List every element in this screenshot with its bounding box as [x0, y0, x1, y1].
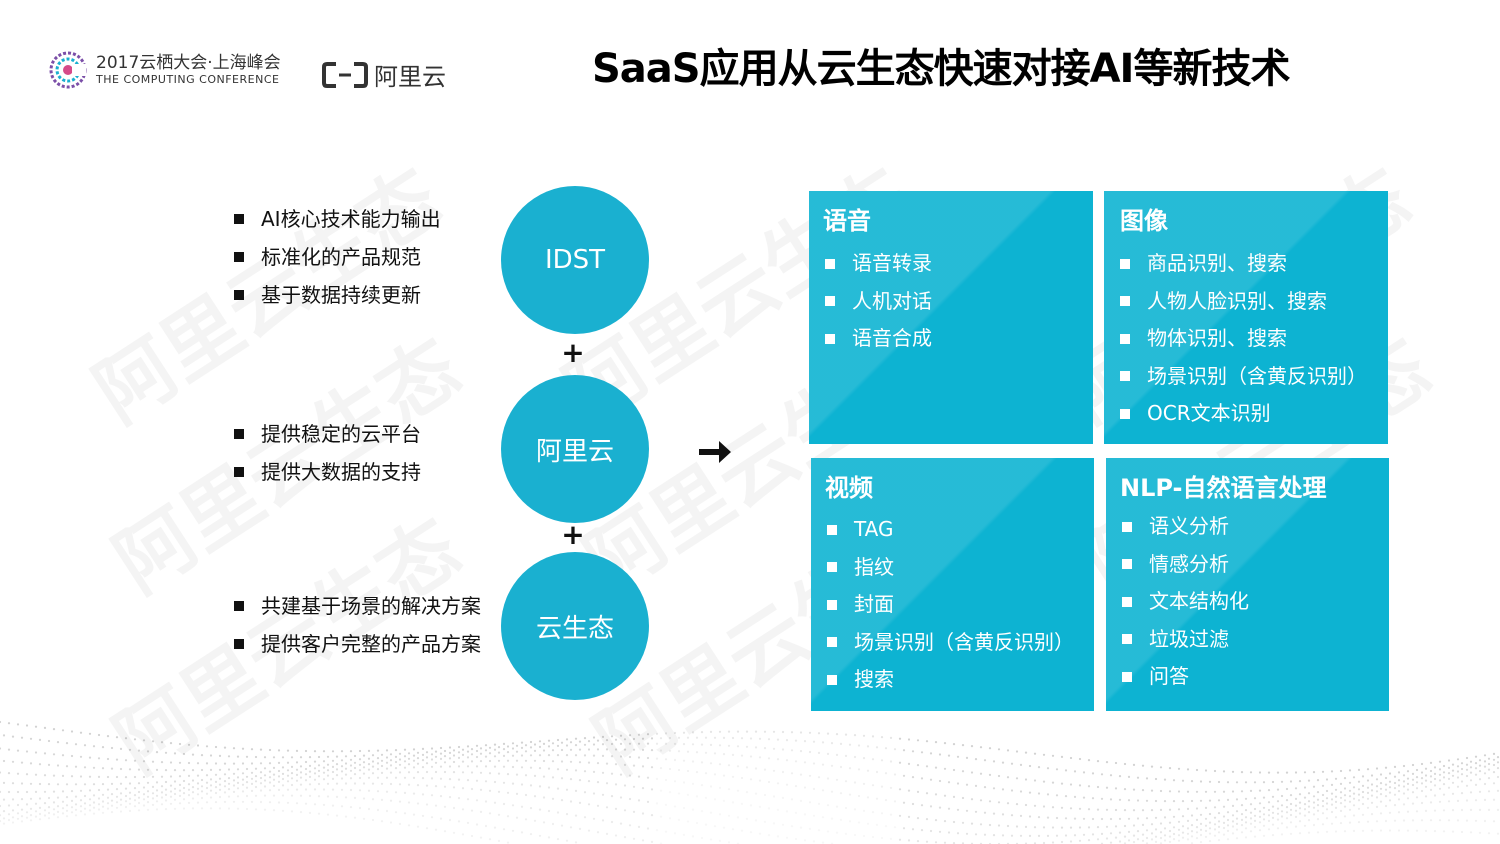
- plus-sign: +: [561, 518, 585, 551]
- circle-idst: IDST: [501, 186, 649, 334]
- conference-subtitle: THE COMPUTING CONFERENCE: [96, 73, 280, 86]
- square-bullet-icon: [827, 524, 837, 535]
- list-item: TAG: [827, 511, 1074, 549]
- list-item: 场景识别（含黄反识别）: [827, 624, 1074, 662]
- list-item: 问答: [1122, 658, 1249, 696]
- square-bullet-icon: [234, 601, 244, 611]
- list-item: 封面: [827, 586, 1074, 624]
- list-item: 文本结构化: [1122, 583, 1249, 621]
- circle-aliyun: 阿里云: [501, 375, 649, 523]
- circle-ecosystem: 云生态: [501, 552, 649, 700]
- square-bullet-icon: [1120, 333, 1130, 344]
- list-item: 商品识别、搜索: [1120, 245, 1367, 283]
- list-item: 提供稳定的云平台: [234, 415, 421, 453]
- panel-list: TAG 指纹 封面 场景识别（含黄反识别） 搜索: [827, 511, 1074, 699]
- list-item: 共建基于场景的解决方案: [234, 587, 481, 625]
- square-bullet-icon: [234, 429, 244, 439]
- list-item: 物体识别、搜索: [1120, 320, 1367, 358]
- left-list-ecosystem: 共建基于场景的解决方案 提供客户完整的产品方案: [234, 587, 481, 663]
- square-bullet-icon: [1122, 521, 1132, 532]
- list-item: 语义分析: [1122, 508, 1249, 546]
- square-bullet-icon: [827, 674, 837, 685]
- left-list-aliyun: 提供稳定的云平台 提供大数据的支持: [234, 415, 421, 491]
- list-item: AI核心技术能力输出: [234, 200, 441, 238]
- list-item: OCR文本识别: [1120, 395, 1367, 433]
- list-item: 场景识别（含黄反识别）: [1120, 358, 1367, 396]
- list-item: 语音转录: [825, 245, 932, 283]
- square-bullet-icon: [1122, 634, 1132, 645]
- list-item: 人物人脸识别、搜索: [1120, 283, 1367, 321]
- list-item: 垃圾过滤: [1122, 621, 1249, 659]
- square-bullet-icon: [1122, 559, 1132, 570]
- panel-video: 视频 TAG 指纹 封面 场景识别（含黄反识别） 搜索: [811, 458, 1094, 711]
- list-item: 基于数据持续更新: [234, 276, 441, 314]
- panel-title: NLP-自然语言处理: [1120, 474, 1327, 502]
- panel-list: 语音转录 人机对话 语音合成: [825, 245, 932, 358]
- panel-title: 视频: [825, 474, 873, 502]
- square-bullet-icon: [1122, 596, 1132, 607]
- square-bullet-icon: [827, 637, 837, 648]
- dotted-wave-decoration: [0, 720, 1500, 844]
- aliyun-logo-icon: [322, 61, 368, 88]
- aliyun-brand-name: 阿里云: [374, 63, 446, 91]
- square-bullet-icon: [234, 214, 244, 224]
- panel-nlp: NLP-自然语言处理 语义分析 情感分析 文本结构化 垃圾过滤 问答: [1106, 458, 1389, 711]
- panel-speech: 语音 语音转录 人机对话 语音合成: [809, 191, 1093, 444]
- left-list-idst: AI核心技术能力输出 标准化的产品规范 基于数据持续更新: [234, 200, 441, 314]
- conference-logo-icon: [48, 50, 88, 90]
- square-bullet-icon: [827, 599, 837, 610]
- square-bullet-icon: [234, 639, 244, 649]
- list-item: 搜索: [827, 661, 1074, 699]
- square-bullet-icon: [825, 258, 835, 269]
- panel-list: 语义分析 情感分析 文本结构化 垃圾过滤 问答: [1122, 508, 1249, 696]
- square-bullet-icon: [1120, 408, 1130, 419]
- aliyun-logo: 阿里云: [322, 57, 446, 92]
- square-bullet-icon: [1122, 671, 1132, 682]
- square-bullet-icon: [825, 296, 835, 307]
- panel-title: 图像: [1120, 207, 1168, 235]
- list-item: 指纹: [827, 549, 1074, 587]
- square-bullet-icon: [234, 252, 244, 262]
- square-bullet-icon: [234, 467, 244, 477]
- plus-sign: +: [561, 336, 585, 369]
- panel-list: 商品识别、搜索 人物人脸识别、搜索 物体识别、搜索 场景识别（含黄反识别） OC…: [1120, 245, 1367, 433]
- list-item: 情感分析: [1122, 546, 1249, 584]
- square-bullet-icon: [1120, 296, 1130, 307]
- square-bullet-icon: [827, 562, 837, 573]
- square-bullet-icon: [1120, 371, 1130, 382]
- list-item: 标准化的产品规范: [234, 238, 441, 276]
- list-item: 人机对话: [825, 283, 932, 321]
- square-bullet-icon: [1120, 258, 1130, 269]
- panel-title: 语音: [823, 207, 871, 235]
- square-bullet-icon: [234, 290, 244, 300]
- page-title: SaaS应用从云生态快速对接AI等新技术: [592, 46, 1290, 92]
- conference-logo: 2017云栖大会·上海峰会 THE COMPUTING CONFERENCE: [48, 50, 281, 90]
- arrow-right-icon: [699, 441, 731, 463]
- list-item: 提供大数据的支持: [234, 453, 421, 491]
- list-item: 语音合成: [825, 320, 932, 358]
- panel-image: 图像 商品识别、搜索 人物人脸识别、搜索 物体识别、搜索 场景识别（含黄反识别）…: [1104, 191, 1388, 444]
- conference-title: 2017云栖大会·上海峰会: [96, 53, 281, 73]
- square-bullet-icon: [825, 333, 835, 344]
- list-item: 提供客户完整的产品方案: [234, 625, 481, 663]
